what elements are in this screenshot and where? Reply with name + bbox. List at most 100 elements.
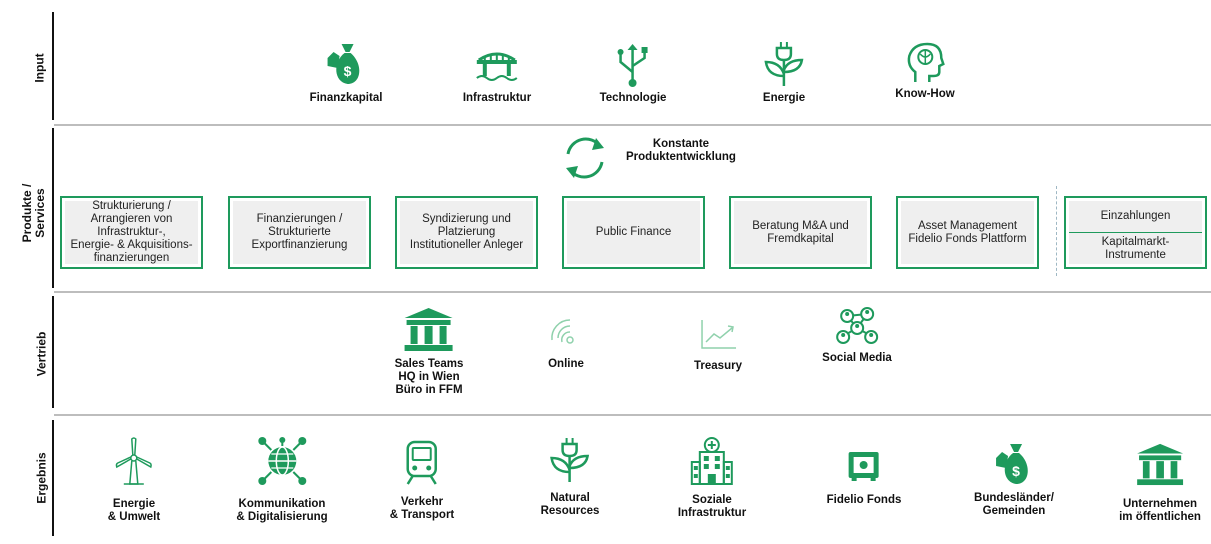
ergebnis-label-line: Gemeinden [982, 505, 1046, 517]
separator-1 [54, 124, 1211, 126]
cycle-caption: Konstante Produktentwicklung [626, 138, 736, 164]
product-box: Syndizierung und Platzierung Institution… [395, 196, 538, 269]
ergebnis-label: Verkehr & Transport [390, 496, 455, 522]
input-item-technologie: Technologie [599, 42, 667, 105]
train-icon [390, 438, 455, 486]
input-label: Energie [762, 92, 806, 104]
product-line: Finanzierungen / [256, 213, 343, 225]
input-item-infrastruktur: Infrastruktur [463, 46, 531, 105]
section-bar-vertrieb [52, 296, 54, 408]
product-line: Infrastruktur-, [97, 226, 166, 238]
ergebnis-label: Bundesländer/ Gemeinden [974, 492, 1054, 518]
vertrieb-label: Treasury [694, 360, 742, 372]
product-box: Public Finance [562, 196, 705, 269]
vertrieb-label-line: Sales Teams [394, 358, 464, 370]
section-label-input: Input [32, 53, 47, 83]
cycle-caption-line1: Konstante [652, 138, 710, 150]
vertrieb-label-line: Büro in FFM [395, 384, 463, 396]
section-label-ergebnis: Ergebnis [34, 452, 49, 504]
product-line: Beratung M&A und [752, 219, 849, 232]
product-box: Beratung M&A und Fremdkapital [729, 196, 872, 269]
vertrieb-item-social: Social Media [822, 306, 892, 365]
product-line: Asset Management [917, 219, 1018, 232]
vertrieb-label: Sales Teams HQ in Wien Büro in FFM [395, 358, 464, 397]
dashed-divider [1056, 186, 1057, 276]
input-label: Know-How [895, 88, 955, 100]
ergebnis-label: Energie & Umwelt [108, 498, 160, 524]
ergebnis-label: Kommunikation & Digitalisierung [236, 498, 327, 524]
ergebnis-label: Natural Resources [541, 492, 600, 518]
ergebnis-label-line: Energie [112, 498, 156, 510]
section-bar-ergebnis [52, 420, 54, 536]
ergebnis-label-line: & Digitalisierung [236, 511, 328, 523]
plant-plug-icon [763, 40, 805, 88]
section-label-produkte-line2: Services [33, 188, 47, 238]
ergebnis-label-line: Resources [540, 505, 600, 517]
ergebnis-label: Unternehmen im öffentlichen [1119, 498, 1201, 524]
product-box-split-inner: Einzahlungen Kapitalmarkt- Instrumente [1069, 201, 1202, 264]
product-line: Exportfinanzierung [251, 239, 348, 251]
vertrieb-item-sales: Sales Teams HQ in Wien Büro in FFM [395, 306, 464, 397]
product-line: finanzierungen [93, 252, 170, 264]
svg-text:$: $ [1012, 463, 1020, 479]
product-box-text: Asset Management Fidelio Fonds Plattform [901, 201, 1034, 264]
cycle-block: Konstante Produktentwicklung [560, 132, 780, 184]
product-line: Public Finance [595, 226, 672, 238]
product-box-text: Syndizierung und Platzierung Institution… [400, 201, 533, 264]
vertrieb-label-line: HQ in Wien [398, 371, 460, 383]
wifi-signal-icon [548, 316, 584, 350]
input-item-know-how: Know-How [895, 42, 955, 101]
ergebnis-label-line: Soziale [692, 494, 732, 506]
hospital-icon [678, 436, 746, 486]
product-line: Platzierung [437, 226, 496, 238]
vertrieb-label: Online [548, 358, 584, 370]
bridge-icon [463, 46, 531, 88]
globe-network-icon [236, 436, 327, 486]
bank-building-icon [395, 306, 464, 352]
product-line: Syndizierung und [422, 213, 511, 225]
ergebnis-item-kommunikation: Kommunikation & Digitalisierung [236, 436, 328, 524]
product-box-split: Einzahlungen Kapitalmarkt- Instrumente [1064, 196, 1207, 269]
ergebnis-item-soziale: Soziale Infrastruktur [678, 436, 746, 520]
product-line: Energie- & Akquisitions- [70, 239, 193, 251]
section-bar-input [52, 12, 54, 120]
ergebnis-label: Soziale Infrastruktur [678, 494, 746, 520]
input-label: Finanzkapital [309, 92, 383, 104]
product-line: Institutioneller Anleger [409, 239, 524, 251]
input-item-finanzkapital: $ Finanzkapital [309, 40, 383, 105]
safe-icon [827, 450, 902, 482]
wind-turbine-icon [108, 436, 160, 488]
ergebnis-item-fidelio: Fidelio Fonds [827, 450, 902, 507]
ergebnis-item-natural: Natural Resources [541, 436, 600, 518]
product-line: Strukturierte [268, 226, 331, 238]
network-people-icon [822, 306, 892, 346]
ergebnis-label-line: & Umwelt [107, 511, 161, 523]
ergebnis-item-unternehmen: Unternehmen im öffentlichen [1119, 442, 1201, 524]
product-box: Finanzierungen / Strukturierte Exportfin… [228, 196, 371, 269]
svg-text:$: $ [344, 63, 352, 79]
trend-chart-icon [694, 318, 742, 352]
separator-3 [54, 414, 1211, 416]
brain-head-icon [895, 42, 954, 84]
ergebnis-label-line: Verkehr [400, 496, 444, 508]
ergebnis-label-line: Unternehmen [1122, 498, 1198, 510]
money-bag-icon: $ [310, 40, 383, 88]
ergebnis-item-energie: Energie & Umwelt [108, 436, 160, 524]
split-bottom: Kapitalmarkt- Instrumente [1069, 233, 1202, 264]
product-line: Arrangieren von [90, 213, 173, 225]
ergebnis-label-line: & Transport [389, 509, 455, 521]
ergebnis-item-bundeslaender: $ Bundesländer/ Gemeinden [974, 440, 1054, 518]
product-line: Strukturierung / [92, 200, 171, 212]
split-top: Einzahlungen [1100, 210, 1171, 222]
product-box-text: Public Finance [567, 201, 700, 264]
ergebnis-label-line: Kommunikation [238, 498, 326, 510]
split-divider [1069, 232, 1202, 233]
product-box-text: Strukturierung / Arrangieren von Infrast… [65, 200, 198, 264]
vertrieb-item-online: Online [548, 316, 584, 371]
separator-2 [54, 291, 1211, 293]
ergebnis-label-line: Bundesländer/ [974, 492, 1054, 504]
input-label: Technologie [599, 92, 667, 104]
ergebnis-label-line: im öffentlichen [1119, 511, 1201, 523]
product-box: Asset Management Fidelio Fonds Plattform [896, 196, 1039, 269]
money-bag-icon: $ [974, 440, 1054, 488]
